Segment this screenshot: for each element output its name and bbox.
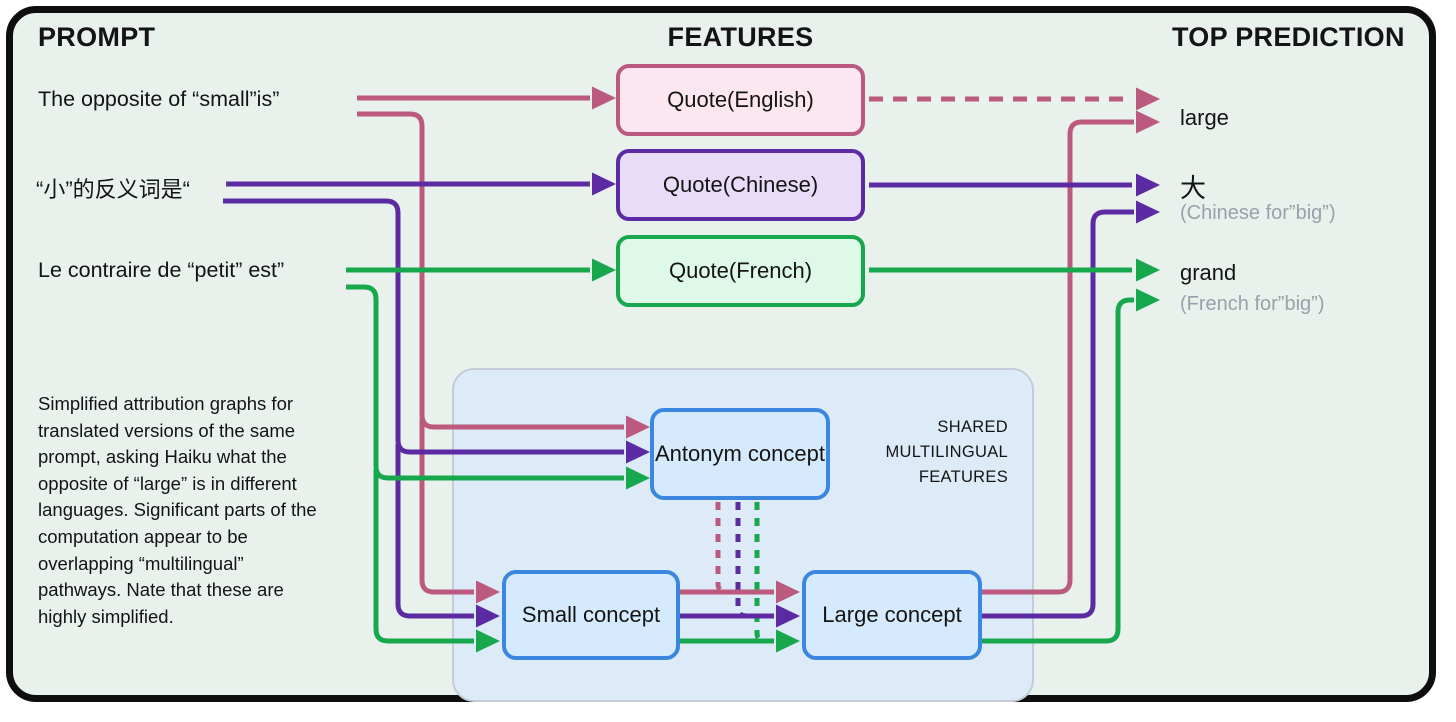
feature-box-quote-chinese: Quote(Chinese) — [616, 149, 865, 221]
features-column-heading: FEATURES — [667, 22, 814, 52]
prompt-text-chinese: “小”的反义词是“ — [36, 177, 190, 202]
feature-box-quote-french-label: Quote(French) — [668, 258, 813, 283]
prediction-french-note: (French for”big”) — [1180, 293, 1325, 315]
concept-box-small: Small concept — [502, 570, 680, 660]
top-prediction-column-heading: TOP PREDICTION — [1172, 22, 1405, 52]
prompt-text-french: Le contraire de “petit” est” — [38, 258, 285, 282]
concept-box-large-label: Large concept — [822, 602, 962, 627]
feature-box-quote-chinese-label: Quote(Chinese) — [662, 172, 819, 197]
concept-box-large: Large concept — [802, 570, 982, 660]
prediction-chinese-note: (Chinese for”big”) — [1180, 202, 1336, 224]
concept-box-antonym: Antonym concept — [650, 408, 830, 500]
prompt-text-english: The opposite of “small”is” — [38, 87, 280, 111]
prediction-chinese: 大 — [1180, 173, 1207, 203]
concept-box-small-label: Small concept — [521, 602, 661, 627]
concept-box-antonym-label: Antonym concept — [655, 441, 825, 466]
feature-box-quote-english-label: Quote(English) — [667, 87, 814, 112]
prompt-column-heading: PROMPT — [38, 22, 156, 52]
feature-box-quote-french: Quote(French) — [616, 235, 865, 307]
prediction-english: large — [1180, 105, 1229, 130]
prediction-french: grand — [1180, 260, 1237, 285]
feature-box-quote-english: Quote(English) — [616, 64, 865, 136]
shared-multilingual-features-title: SHARED MULTILINGUAL FEATURES — [885, 418, 1008, 486]
figure-caption: Simplified attribution graphs for transl… — [38, 393, 317, 627]
